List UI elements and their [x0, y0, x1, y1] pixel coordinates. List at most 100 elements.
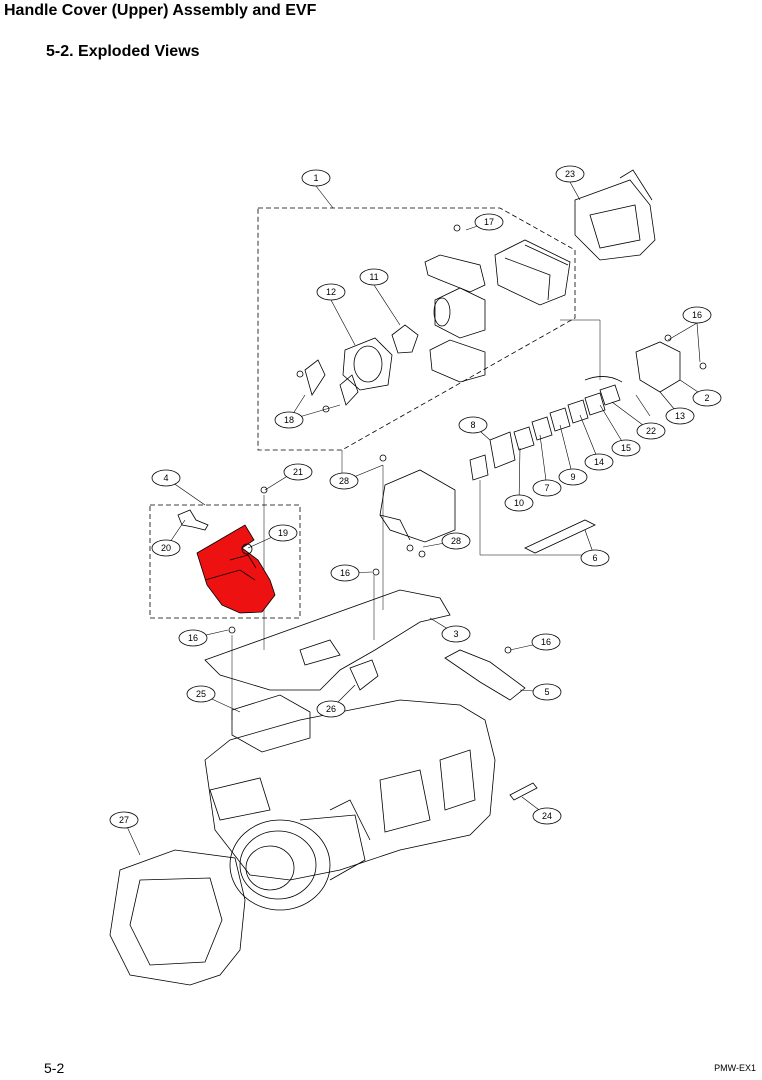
svg-text:2: 2	[704, 393, 709, 403]
callout-9: 9	[558, 468, 588, 486]
svg-text:22: 22	[646, 426, 656, 436]
svg-text:15: 15	[621, 443, 631, 453]
evf-lens-part	[433, 287, 486, 339]
panel-sheets-parts	[469, 384, 621, 481]
svg-text:4: 4	[163, 473, 168, 483]
flange-12-part	[342, 337, 393, 391]
highlighted-handle-sub-assembly	[196, 524, 276, 614]
callout-13: 13	[665, 407, 695, 425]
svg-text:20: 20	[161, 543, 171, 553]
handle-sub-assembly-outline	[149, 504, 301, 619]
callout-1: 1	[301, 169, 331, 187]
svg-text:9: 9	[570, 472, 575, 482]
svg-text:27: 27	[119, 815, 129, 825]
callout-3: 3	[441, 625, 471, 643]
strip-21-part	[509, 782, 538, 801]
callout-28-a: 28	[329, 472, 359, 490]
callout-18-a: 18	[274, 411, 304, 429]
evf-block-part	[494, 239, 571, 306]
callout-23: 26	[316, 700, 346, 718]
callout-27: 22	[636, 422, 666, 440]
handle-cover-part	[204, 589, 451, 691]
model-number: PMW-EX1	[714, 1063, 756, 1073]
svg-text:18: 18	[284, 415, 294, 425]
camcorder-body-part	[204, 699, 496, 911]
svg-text:21: 21	[293, 467, 303, 477]
callout-21: 24	[532, 807, 562, 825]
callout-16-e: 16	[0, 0, 10, 2]
clip-23-part	[349, 659, 379, 691]
svg-text:14: 14	[594, 457, 604, 467]
callout-12: 12	[316, 283, 346, 301]
svg-text:16: 16	[188, 633, 198, 643]
evf-assembly-group-outline	[257, 207, 576, 451]
svg-text:8: 8	[470, 420, 475, 430]
callout-8: 8	[458, 416, 488, 434]
evf-upper-cover-part	[424, 254, 486, 293]
evf-lower-cover-part	[429, 339, 486, 383]
svg-text:16: 16	[340, 568, 350, 578]
svg-text:19: 19	[278, 528, 288, 538]
svg-text:25: 25	[196, 689, 206, 699]
callout-28-b: 28	[441, 532, 471, 550]
callout-24: 27	[109, 811, 139, 829]
callouts: 1 23 17 11 12 16 2 13 18 8 22 15 14 9 7 …	[0, 0, 722, 829]
page-title: Handle Cover (Upper) Assembly and EVF	[4, 2, 317, 19]
svg-text:17: 17	[484, 217, 494, 227]
svg-text:6: 6	[592, 553, 597, 563]
board-22-part	[231, 694, 311, 753]
svg-text:16: 16	[692, 310, 702, 320]
svg-text:13: 13	[675, 411, 685, 421]
callout-11: 11	[359, 268, 389, 286]
svg-text:24: 24	[542, 811, 552, 821]
bar-6-part	[524, 519, 596, 554]
leader-lines	[123, 181, 708, 856]
svg-text:16: 16	[541, 637, 551, 647]
svg-text:28: 28	[451, 536, 461, 546]
lens-hood-24-part	[109, 849, 246, 986]
svg-text:23: 23	[565, 169, 575, 179]
callout-26: 21	[283, 463, 313, 481]
screw-icons	[228, 224, 707, 654]
bracket-5-part	[444, 649, 526, 701]
callout-5: 5	[532, 683, 562, 701]
svg-text:11: 11	[369, 272, 378, 282]
svg-text:16: 16	[0, 0, 10, 2]
callout-20: 23	[555, 165, 585, 183]
svg-text:18: 18	[0, 0, 10, 2]
callout-4: 4	[151, 469, 181, 487]
evf-hood-part	[574, 169, 656, 261]
callout-22: 25	[186, 685, 216, 703]
section-title: 5-2. Exploded Views	[46, 43, 200, 60]
svg-text:5: 5	[544, 687, 549, 697]
callout-16-b: 16	[330, 564, 360, 582]
page-number: 5-2	[44, 1060, 65, 1076]
svg-text:7: 7	[544, 483, 549, 493]
screw-25-part	[177, 509, 209, 531]
callout-10: 10	[504, 494, 534, 512]
viewfinder-housing-part	[379, 469, 456, 543]
callout-16-a: 16	[682, 306, 712, 324]
ring-11-part	[391, 324, 419, 354]
callout-6: 6	[580, 549, 610, 567]
callout-16-d: 16	[531, 633, 561, 651]
svg-text:3: 3	[453, 629, 458, 639]
callout-15: 15	[611, 439, 641, 457]
callout-18-b: 18	[0, 0, 10, 2]
svg-text:10: 10	[514, 498, 524, 508]
svg-text:28: 28	[339, 476, 349, 486]
callout-16-c: 16	[178, 629, 208, 647]
svg-text:1: 1	[313, 173, 318, 183]
svg-text:12: 12	[326, 287, 336, 297]
svg-text:26: 26	[326, 704, 336, 714]
callout-14: 14	[584, 453, 614, 471]
callout-2: 2	[692, 389, 722, 407]
callout-25: 20	[151, 539, 181, 557]
callout-19: 19	[268, 524, 298, 542]
bracket-18-parts	[304, 359, 359, 406]
callout-17: 17	[474, 213, 504, 231]
washer-19-part	[241, 543, 253, 555]
evf-panel-part	[584, 341, 681, 393]
callout-7: 7	[532, 479, 562, 497]
